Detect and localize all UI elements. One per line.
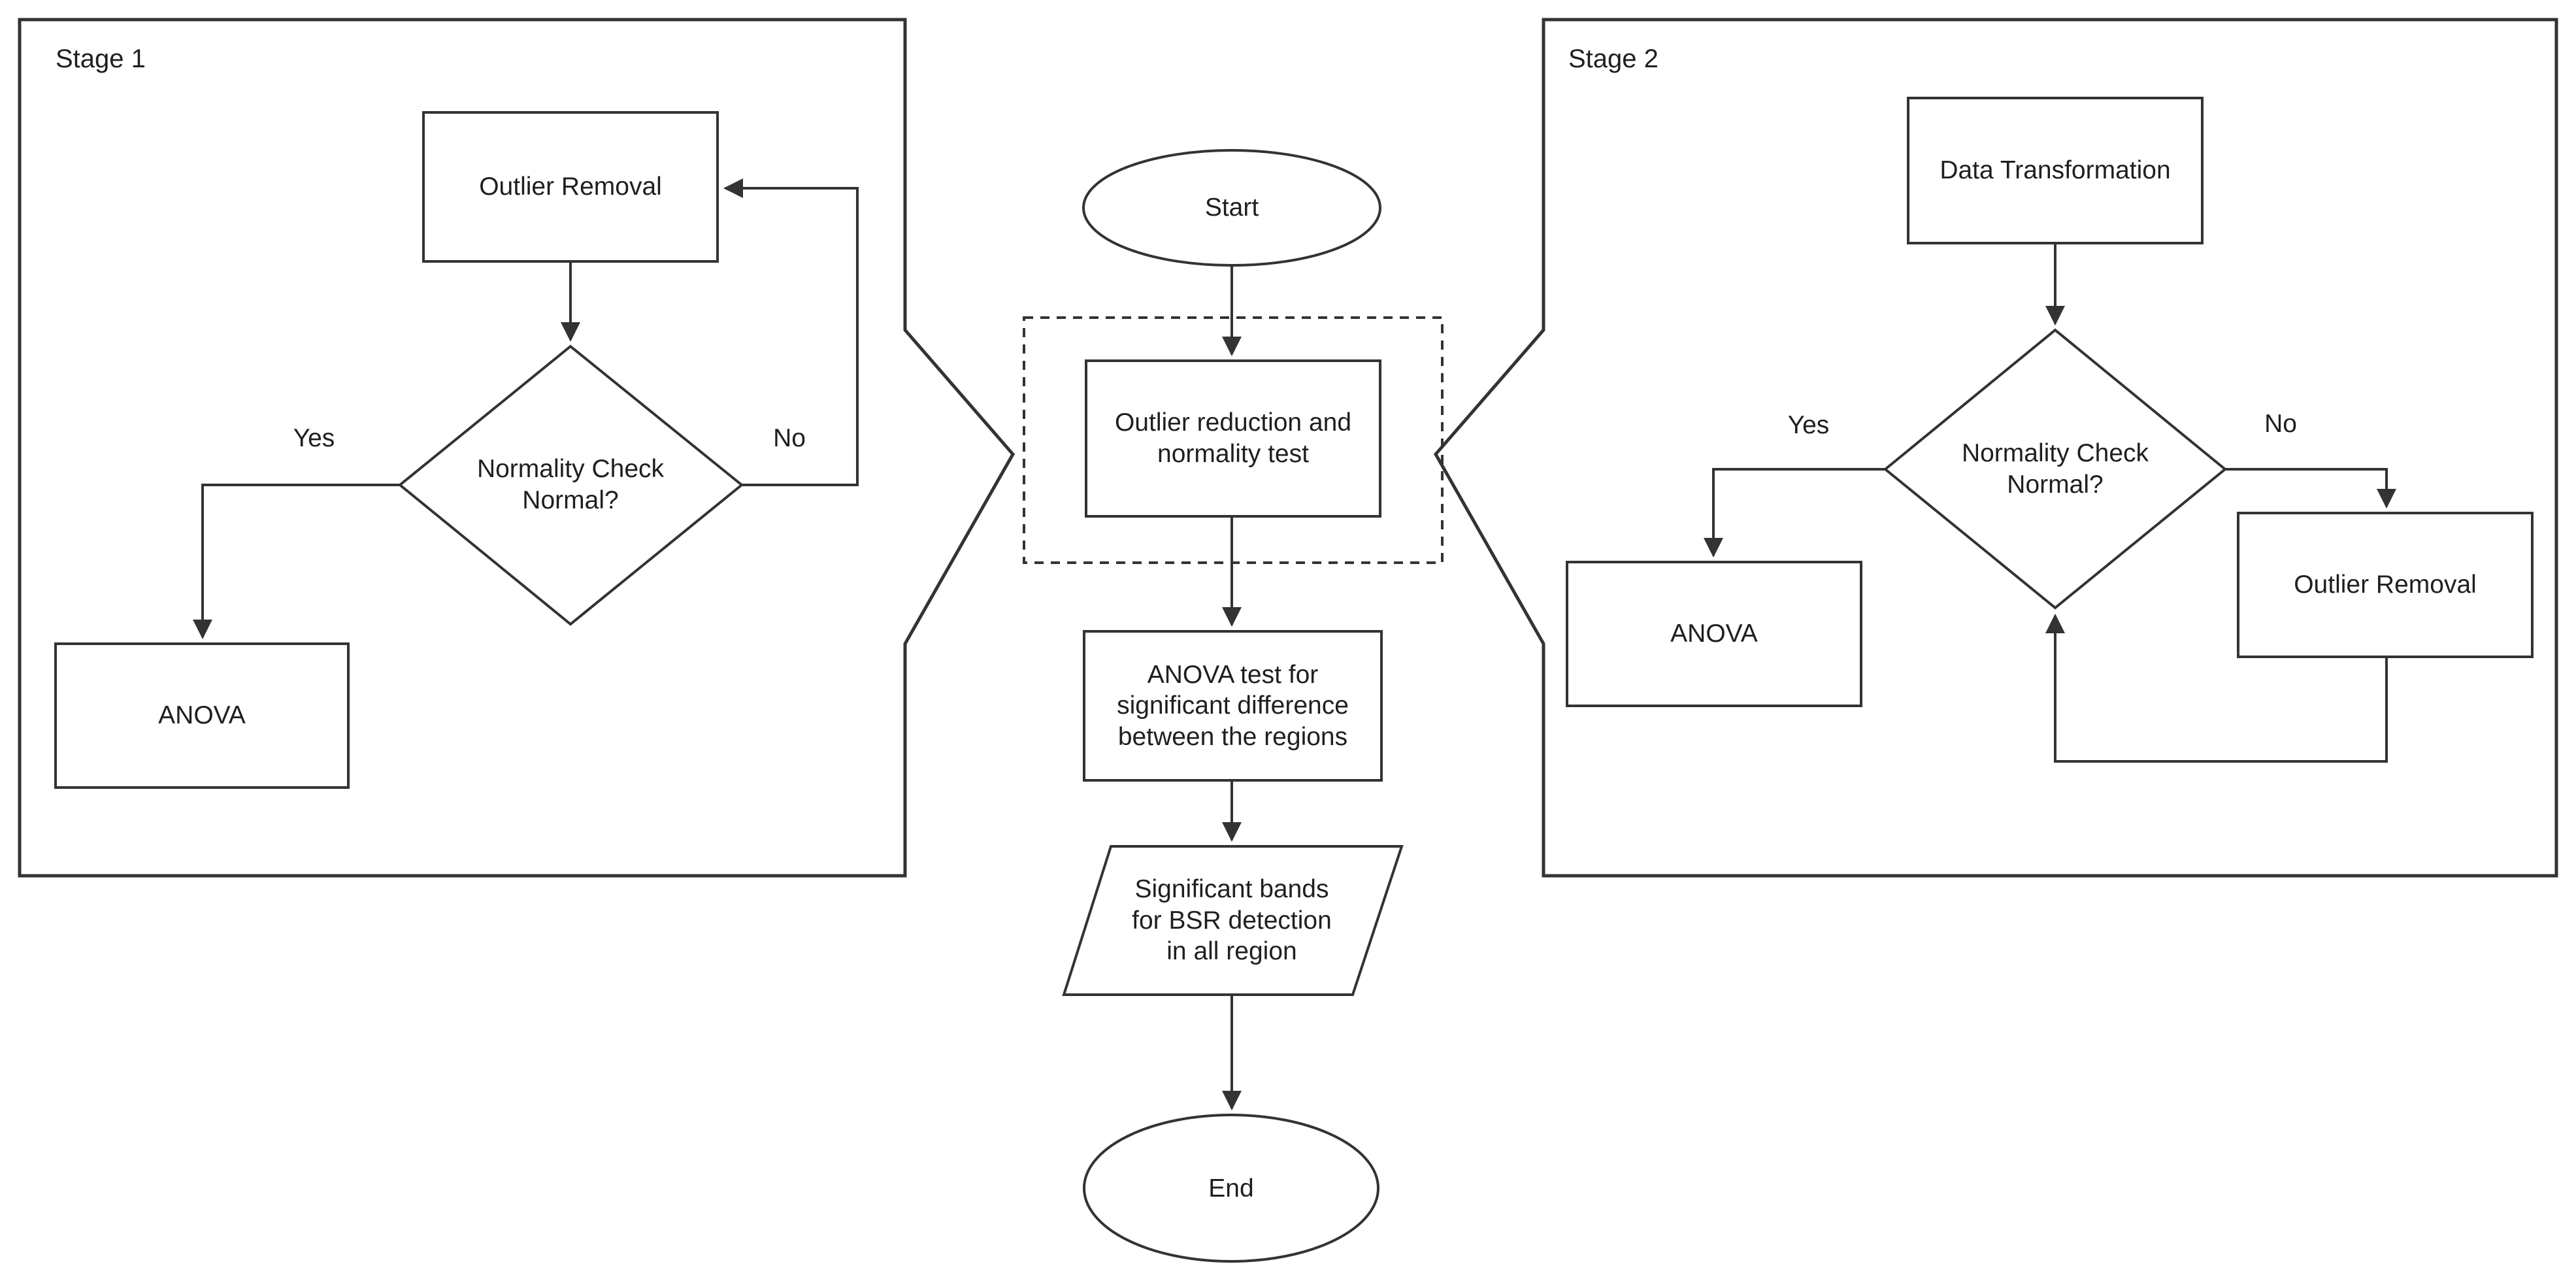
stage1-title: Stage 1 (56, 44, 146, 73)
stage2-connector-yes-to-anova (1704, 468, 1885, 557)
stage1-decision-diamond-shape (397, 344, 744, 626)
stage2-outlier-removal-box-shape (2237, 512, 2534, 658)
stage2-anova-box-shape (1566, 561, 1862, 707)
output-parallelogram-shape (1062, 845, 1404, 996)
end-ellipse-shape (1083, 1114, 1379, 1263)
stage1-outlier-removal-box-shape (422, 111, 719, 263)
stage2-data-transformation-box-shape (1907, 97, 2204, 244)
anova-test-box-shape (1083, 630, 1383, 782)
stage1-connector-no-to-outlier (723, 178, 859, 486)
stage1-anova-box-shape (54, 642, 350, 789)
start-ellipse-shape (1082, 149, 1381, 267)
stage2-decision-diamond-shape (1883, 328, 2228, 610)
stage2-connector-no-to-outlier (2225, 468, 2396, 508)
stage1-container-shape (18, 18, 1016, 878)
stage1-connector-yes-to-anova (193, 484, 400, 639)
outlier-reduction-box-shape (1085, 359, 1381, 518)
stage2-connector-outlier-loop-to-decision (2045, 614, 2388, 763)
stage2-title: Stage 2 (1568, 44, 1659, 73)
stage2-container-shape (1433, 18, 2558, 878)
